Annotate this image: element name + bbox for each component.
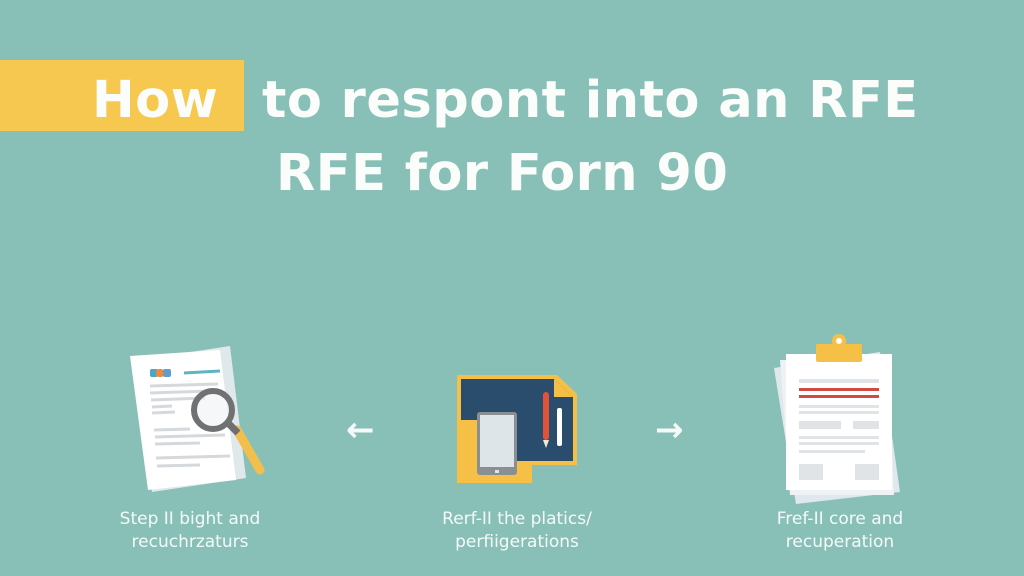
step-2-label-line-2: perfiigerations [455, 532, 579, 552]
step-1-label: Step II bight and recuchrzaturs [60, 508, 320, 554]
tablet-folder-icon [457, 375, 577, 483]
step-2-label-line-1: Rerf-II the platics/ [442, 509, 592, 529]
step-2-label: Rerf-II the platics/ perfiigerations [387, 508, 647, 554]
step-1-label-line-2: recuchrzaturs [131, 532, 249, 552]
step-2: Rerf-II the platics/ perfiigerations [387, 330, 647, 560]
arrow-right-icon: → [655, 410, 684, 450]
step-3-label-line-2: recuperation [785, 532, 895, 552]
step-3: Fref-II core and recuperation [710, 330, 970, 560]
arrow-left-icon: ← [346, 410, 375, 450]
title-highlight-banner [0, 60, 244, 131]
title-line-2: RFE for Forn 90 [276, 144, 729, 203]
clipboard-icon [774, 334, 900, 504]
title-line-1: to respont into an RFE [262, 71, 919, 130]
step-1: Step II bight and recuchrzaturs [60, 330, 320, 560]
document-magnifier-icon [130, 346, 265, 492]
step-1-label-line-1: Step II bight and [119, 509, 261, 529]
step-3-label-line-1: Fref-II core and [776, 509, 904, 529]
title-highlight-word: How [92, 71, 219, 130]
step-3-label: Fref-II core and recuperation [710, 508, 970, 554]
